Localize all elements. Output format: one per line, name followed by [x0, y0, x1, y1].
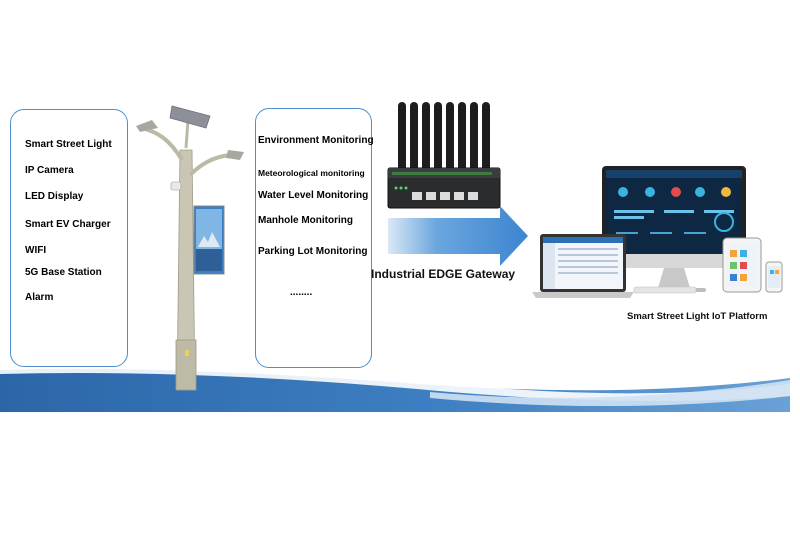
device-item: Smart Street Light: [25, 139, 112, 150]
device-item: 5G Base Station: [25, 267, 102, 278]
device-item: LED Display: [25, 191, 84, 202]
service-item: Meteorological monitoring: [258, 168, 365, 178]
platform-caption: Smart Street Light IoT Platform: [627, 311, 768, 322]
devices-panel: [10, 109, 128, 367]
service-item: Parking Lot Monitoring: [258, 246, 368, 257]
device-item: IP Camera: [25, 165, 74, 176]
device-item: Smart EV Charger: [25, 219, 111, 230]
service-item: Environment Monitoring: [258, 135, 374, 146]
device-item: WIFI: [25, 245, 47, 256]
services-panel: [255, 108, 372, 368]
service-item-ellipsis: ........: [290, 287, 313, 298]
service-item: Manhole Monitoring: [258, 215, 353, 226]
device-item: Alarm: [25, 292, 54, 303]
service-item: Water Level Monitoring: [258, 190, 369, 201]
gateway-caption: Industrial EDGE Gateway: [371, 267, 516, 281]
